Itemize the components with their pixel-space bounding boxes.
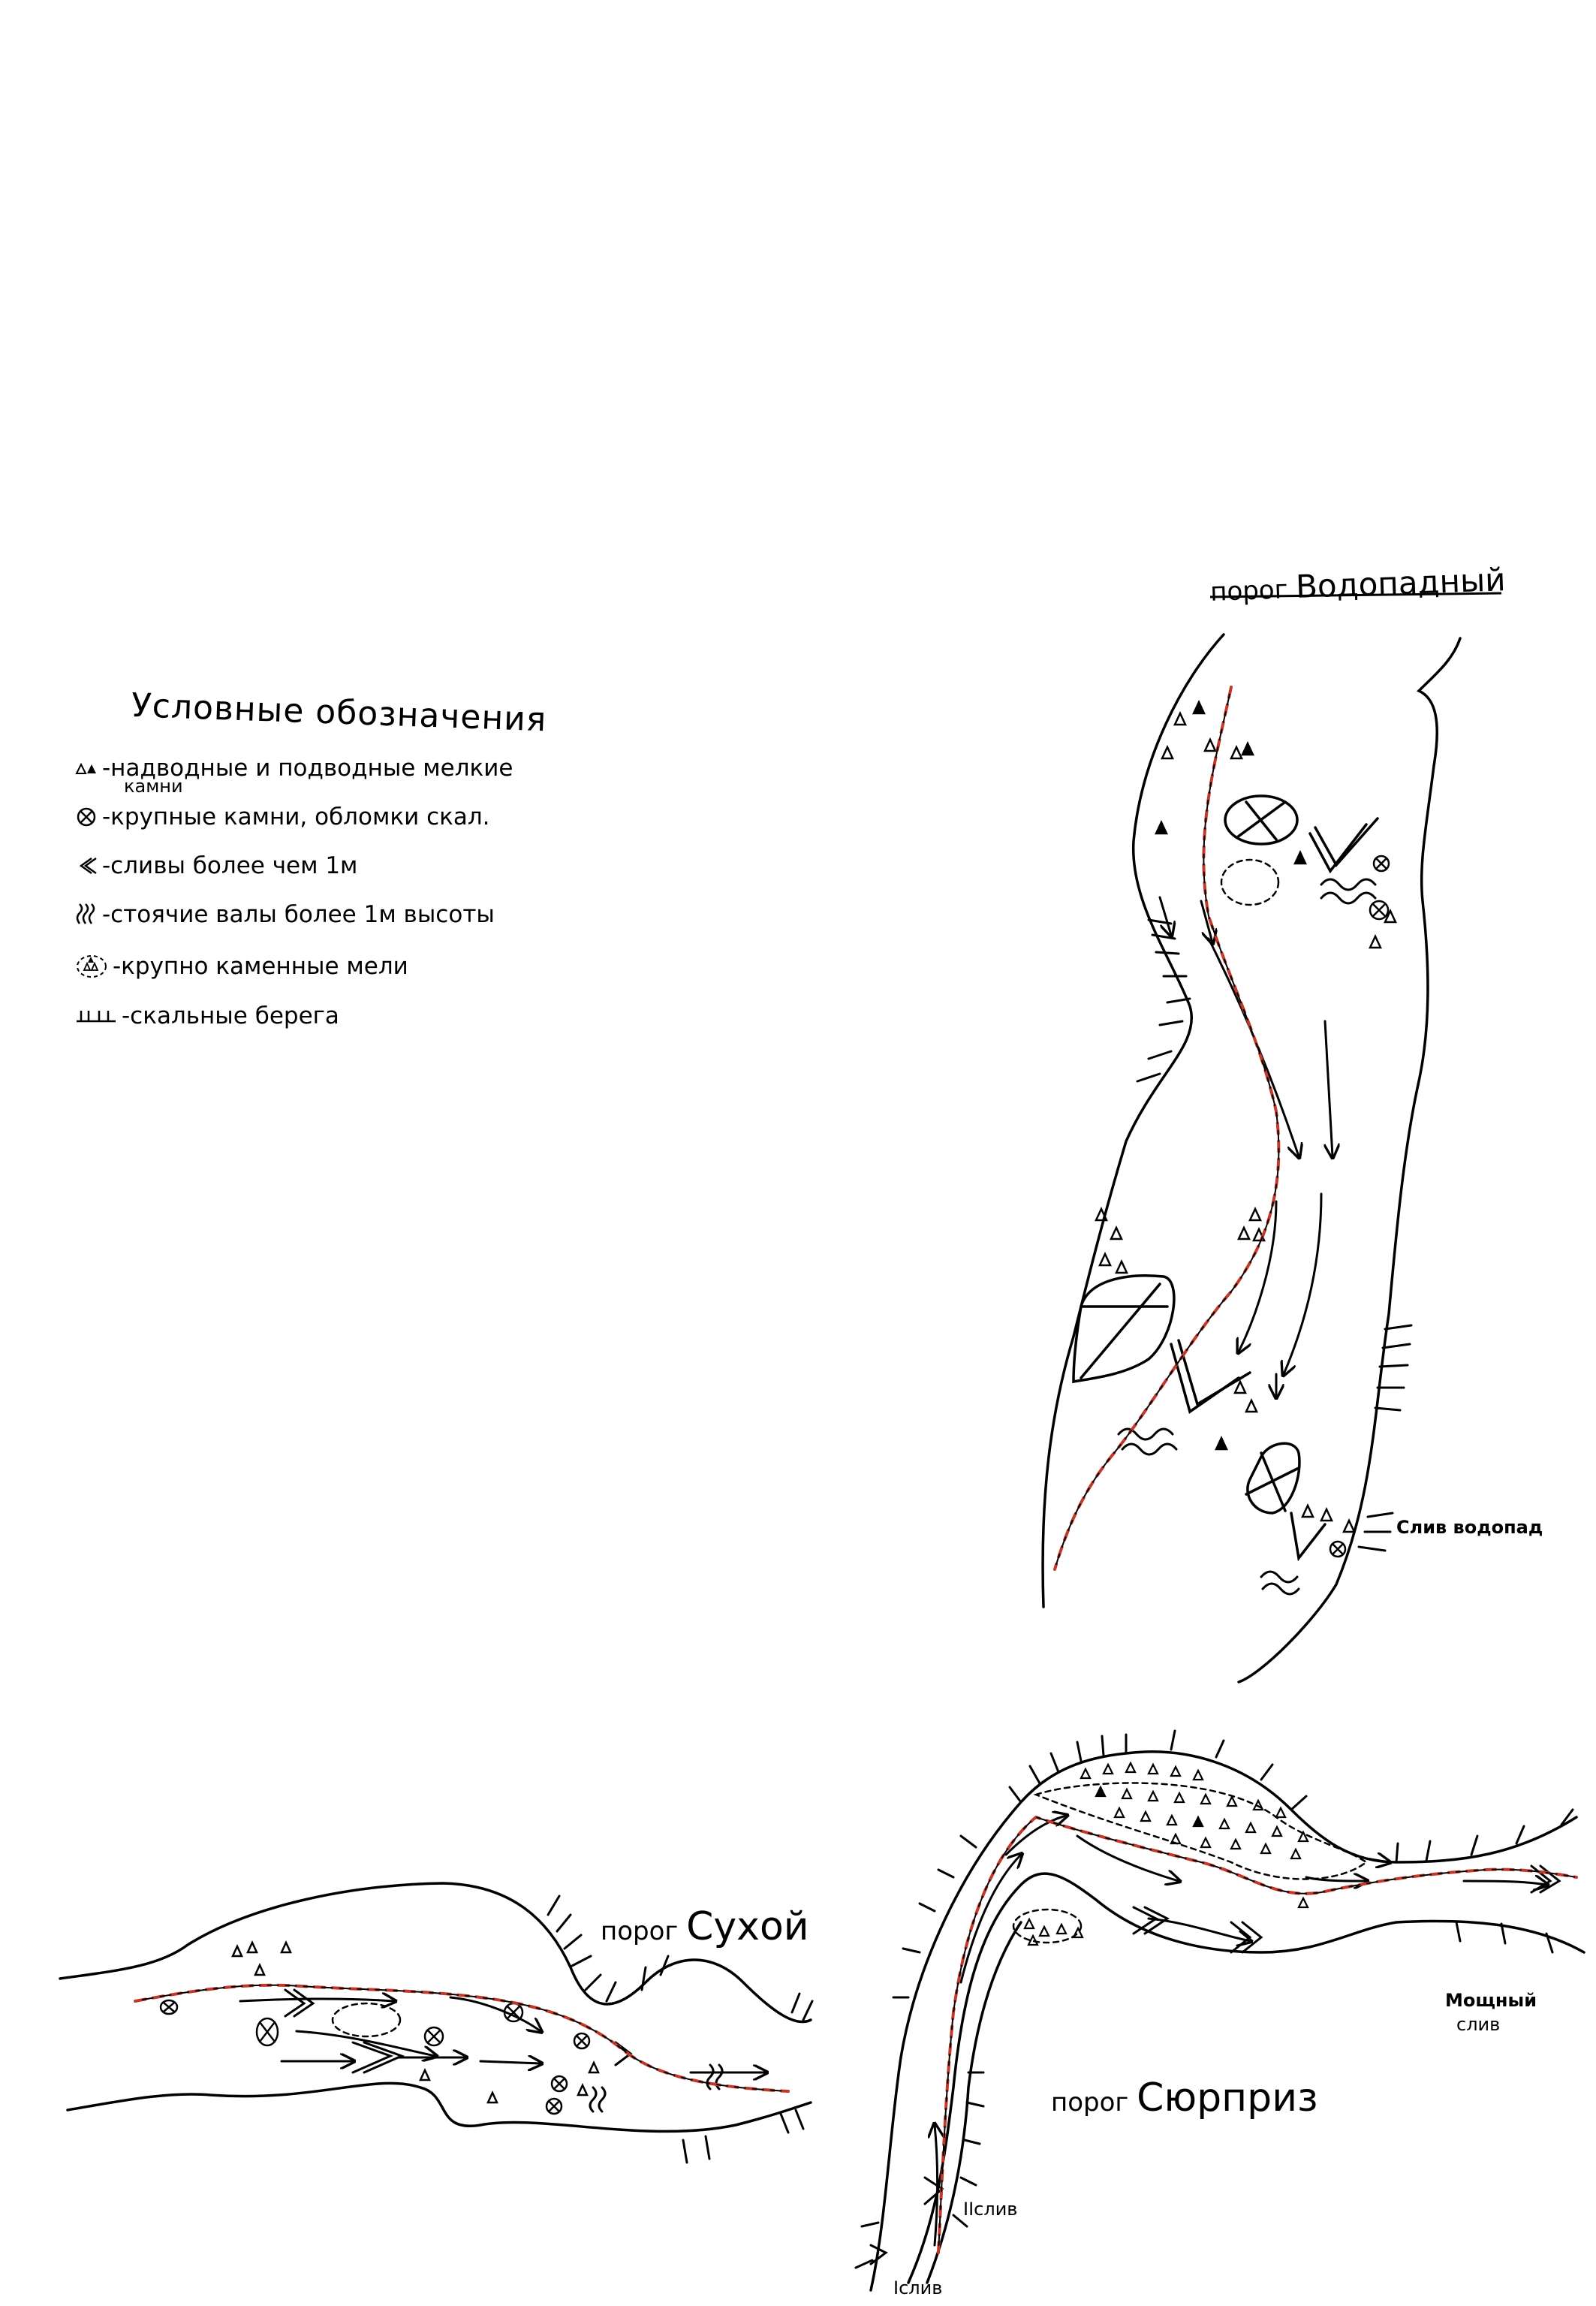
drop-icon [1290, 1512, 1326, 1562]
crossed-stone-icons [159, 1999, 591, 2115]
legend-item-large-stones: -крупные камни, обломки скал. [75, 803, 490, 830]
legend-text: -скальные берега [122, 1002, 339, 1029]
boulder-shoal-icon [331, 2002, 402, 2038]
rocky-bank-ticks [854, 1729, 1574, 2269]
large-rock-icon [1246, 1442, 1301, 1515]
crossed-stone-icons [1329, 855, 1390, 1558]
standing-wave-icon [1260, 1570, 1299, 1584]
boulder-shoal-icon [75, 952, 108, 981]
vodopadny-left-bank [1041, 633, 1225, 1608]
rocky-bank-icon [75, 1006, 117, 1026]
crossed-circle-icon [75, 806, 98, 828]
sukhoy-map [59, 1882, 814, 2164]
double-chevron-icon [75, 855, 98, 876]
label-sliv-vodopad: Слив водопад [1396, 1517, 1543, 1538]
label-moshchny: Мощный [1445, 1990, 1537, 2011]
caption-underline [1209, 592, 1502, 598]
triangles-icon [75, 761, 98, 776]
vodopadny-map [1041, 633, 1462, 1684]
legend-text: -крупные камни, обломки скал. [102, 803, 490, 830]
legend-text: -стоячие валы более 1м высоты [102, 901, 495, 928]
small-stone-icons [231, 1940, 600, 2104]
drop-icon [351, 2041, 394, 2074]
flow-arrows [239, 1997, 766, 2072]
standing-wave-icon [1117, 1427, 1174, 1441]
legend-item-shoals: -крупно каменные мели [75, 952, 408, 981]
large-rock-icon [1224, 794, 1299, 846]
flow-arrows [1158, 896, 1333, 1397]
route-line [1053, 686, 1281, 1571]
syurpriz-outer-bank [869, 1750, 1578, 2292]
standing-wave-icon [589, 2086, 598, 2113]
legend-item-small-stones: -надводные и подводные мелкие [75, 755, 513, 782]
standing-wave-icon [1320, 878, 1377, 891]
legend-item-drops: -сливы более чем 1м [75, 852, 357, 879]
small-stone-icons [1023, 1761, 1309, 1946]
drop-icon [869, 2244, 888, 2265]
legend-text: -сливы более чем 1м [102, 852, 358, 879]
label-i-sliv: Iслив [893, 2277, 943, 2298]
boulder-shoal-icon [1220, 858, 1280, 906]
sukhoy-caption: порог Сухой [601, 1904, 809, 1949]
syurpriz-inner-bank [907, 1872, 1585, 2284]
drop-icon [1308, 823, 1368, 874]
route-line [134, 1983, 790, 2093]
boulder-shoal-icon [1033, 1782, 1369, 1880]
drop-icon [1230, 1921, 1252, 1954]
drop-icon [1177, 1339, 1251, 1406]
legend-text: -крупно каменные мели [113, 953, 408, 980]
drop-icon [284, 1988, 306, 2018]
label-moshchny-sliv: слив [1456, 2014, 1501, 2035]
syurpriz-map [854, 1729, 1585, 2292]
legend-item-rocky-banks: -скальные берега [75, 1002, 339, 1029]
vodopadny-right-bank [1237, 637, 1462, 1684]
legend-subtext: камни [124, 776, 183, 797]
sukhoy-bottom-bank [66, 2081, 812, 2133]
drop-icon [1170, 1343, 1240, 1414]
sukhoy-top-bank [59, 1882, 812, 2024]
label-ii-sliv: IIслив [963, 2199, 1018, 2220]
drop-icon [1314, 817, 1379, 868]
syurpriz-caption: порог Сюрприз [1051, 2075, 1318, 2121]
legend-text: -надводные и подводные мелкие [102, 755, 513, 782]
route-line [937, 1815, 1578, 2254]
legend-item-standing-waves: -стоячие валы более 1м высоты [75, 901, 495, 928]
flow-arrows [935, 1816, 1546, 2247]
rocky-bank-ticks [547, 1895, 814, 2164]
wave-standing-icon [75, 902, 98, 927]
large-rock-icon [1072, 1274, 1176, 1384]
drop-icon [1132, 1906, 1158, 1935]
small-stone-icons [1095, 700, 1397, 1533]
